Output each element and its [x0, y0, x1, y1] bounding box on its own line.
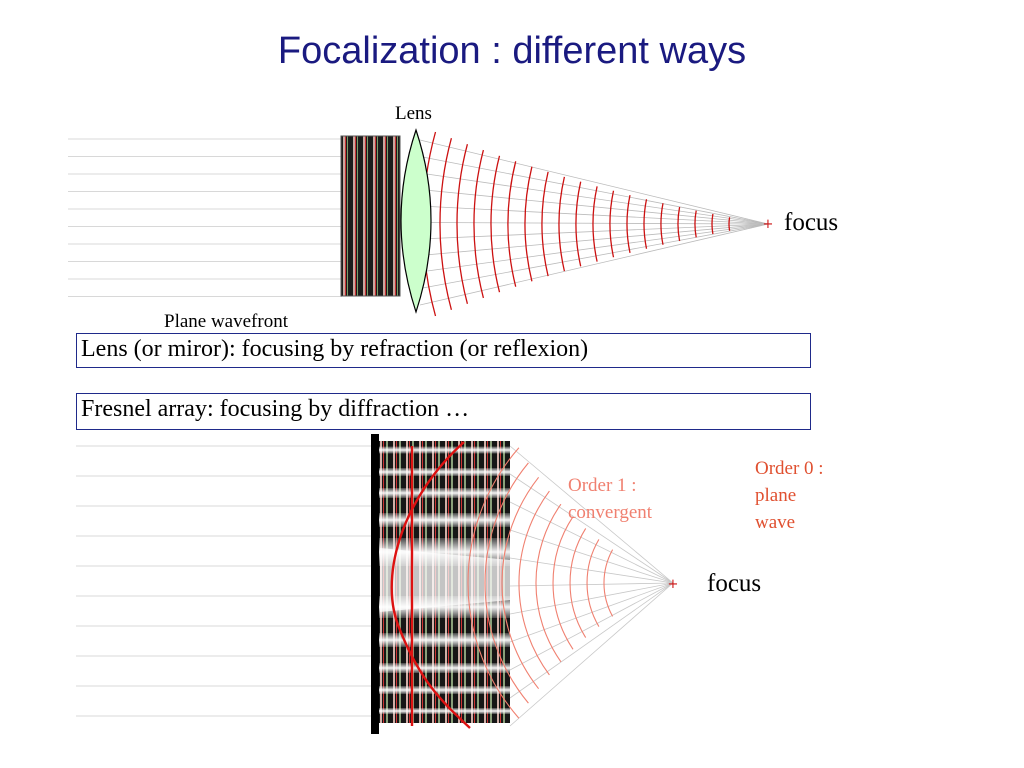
- plane-wavefront-label: Plane wavefront: [164, 311, 288, 332]
- incoming-plane-rays-bottom: [76, 445, 376, 717]
- wavefront-arc: [552, 516, 574, 650]
- incoming-plane-rays-top: [68, 138, 342, 297]
- order0-label: Order 0 : plane wave: [755, 455, 824, 536]
- order0-label-line2: plane: [755, 485, 797, 506]
- grating-block-top: [340, 135, 401, 297]
- wavefront-arc: [626, 194, 631, 254]
- focus-marker-bottom: +: [668, 577, 679, 592]
- wavefront-arc: [467, 447, 520, 719]
- order0-label-line1: Order 0 :: [755, 458, 824, 479]
- wavefront-arc: [660, 203, 664, 245]
- wavefront-arc: [535, 503, 562, 663]
- fresnel-zone-band: [377, 686, 515, 694]
- converging-ray: [509, 501, 674, 584]
- wavefront-arc: [569, 528, 587, 638]
- wavefront-arc: [643, 199, 648, 249]
- converging-ray: [509, 582, 674, 643]
- converging-ray: [509, 582, 674, 699]
- focus-label-top: focus: [784, 209, 839, 236]
- converging-ray: [419, 156, 769, 225]
- wavefront-arc: [586, 539, 600, 627]
- converging-ray: [419, 222, 769, 225]
- order1-label-line2: convergent: [568, 502, 653, 523]
- wavefront-arc: [694, 210, 697, 238]
- converging-ray: [419, 205, 769, 225]
- order1-label: Order 1 : convergent: [568, 472, 652, 526]
- focus-marker-top: +: [763, 217, 774, 232]
- wavefront-arc: [518, 490, 550, 676]
- wavefront-arc: [507, 161, 517, 287]
- wavefront-arc: [575, 181, 582, 267]
- converging-ray: [419, 223, 769, 306]
- page-title: Focalization : different ways: [277, 30, 747, 72]
- wavefront-arc: [524, 166, 533, 282]
- lens-label: Lens: [395, 103, 432, 124]
- converging-rays-bottom: [509, 445, 674, 727]
- wavefront-arc: [541, 171, 549, 277]
- wavefront-arc: [456, 144, 469, 304]
- wavefront-arc: [490, 155, 501, 293]
- converging-ray: [509, 582, 674, 587]
- wavefront-arcs-top: [422, 131, 731, 317]
- wavefront-arc: [484, 462, 529, 704]
- converging-ray: [509, 445, 674, 584]
- lens-shape: [400, 128, 432, 314]
- wavefront-arc: [603, 549, 614, 617]
- wavefront-arc: [558, 176, 566, 272]
- phase-profile-curve: [390, 441, 471, 729]
- converging-ray: [419, 223, 769, 289]
- converging-rays-top: [419, 139, 769, 306]
- fresnel-zone-band: [377, 708, 515, 714]
- wavefront-arc: [609, 190, 615, 258]
- order1-wavefront-arcs: [467, 447, 614, 719]
- wavefront-arc: [439, 138, 453, 310]
- converging-ray: [509, 582, 674, 727]
- wavefront-arc: [677, 206, 681, 242]
- order1-label-line1: Order 1 :: [568, 475, 637, 496]
- wavefront-arc: [711, 213, 714, 235]
- wavefront-arc: [501, 476, 540, 690]
- converging-ray: [419, 223, 769, 240]
- fresnel-zone-band: [377, 488, 515, 498]
- fresnel-support-bar: [371, 434, 379, 734]
- caption-fresnel-box: Fresnel array: focusing by diffraction …: [76, 393, 811, 430]
- fresnel-zone-band: [377, 446, 515, 454]
- wavefront-arc: [473, 149, 485, 299]
- converging-ray: [509, 582, 674, 615]
- fresnel-zone-band: [377, 663, 515, 673]
- caption-lens-box: Lens (or miror): focusing by refraction …: [76, 333, 811, 368]
- fresnel-zone-band: [377, 468, 515, 476]
- converging-ray: [509, 473, 674, 584]
- converging-ray: [419, 139, 769, 225]
- converging-ray: [419, 172, 769, 225]
- wavefront-arc: [728, 217, 731, 231]
- order0-label-line3: wave: [755, 512, 796, 533]
- wavefront-arc: [592, 186, 598, 262]
- converging-ray: [509, 582, 674, 671]
- focus-label-bottom: focus: [707, 570, 762, 597]
